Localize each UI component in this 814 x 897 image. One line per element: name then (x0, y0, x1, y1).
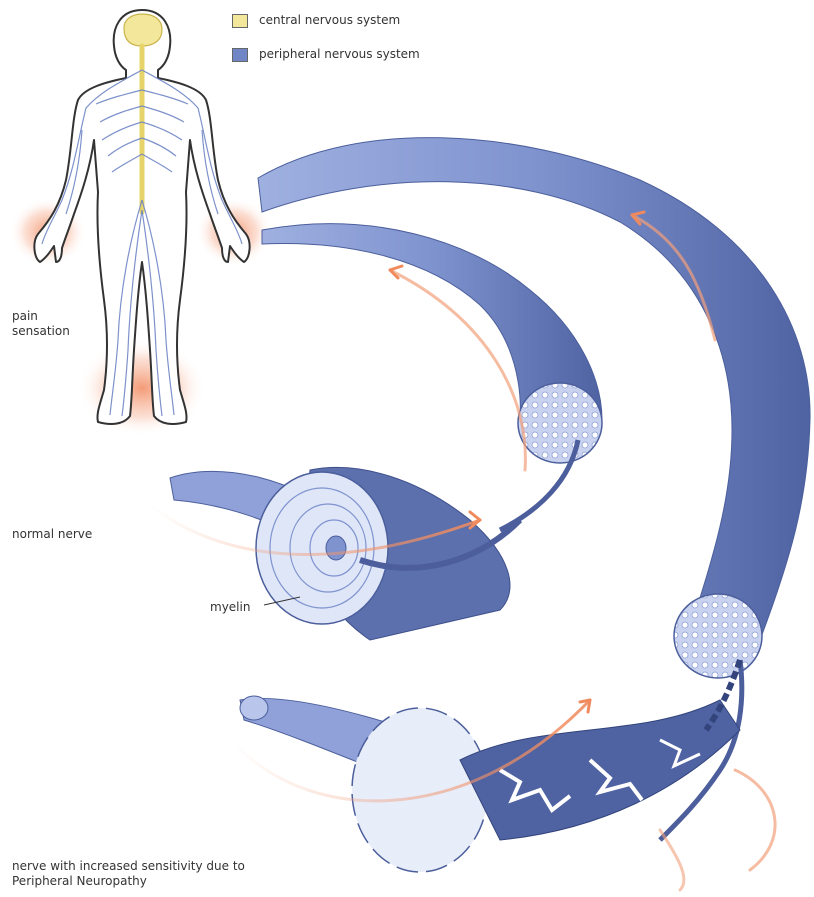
normal-nerve-label: normal nerve (12, 527, 92, 542)
neuropathy-label-line-2: Peripheral Neuropathy (12, 874, 245, 889)
neuropathy-label: nerve with increased sensitivity due to … (12, 859, 245, 889)
pain-label-line-2: sensation (12, 324, 70, 339)
small-nerve-cross-section (518, 383, 602, 463)
legend-label-cns: central nervous system (259, 13, 400, 27)
myelin-sheath (256, 472, 388, 624)
legend-swatch-cns (232, 14, 248, 28)
myelin-label: myelin (210, 600, 250, 615)
brain-shape (124, 14, 162, 46)
legend-swatch-pns (232, 48, 248, 62)
pain-label-line-1: pain (12, 309, 70, 324)
damaged-myelin (352, 708, 488, 872)
neuropathy-label-line-1: nerve with increased sensitivity due to (12, 859, 245, 874)
pain-sensation-label: pain sensation (12, 309, 70, 339)
legend-label-pns: peripheral nervous system (259, 47, 420, 61)
large-nerve-cross-section (674, 594, 762, 678)
